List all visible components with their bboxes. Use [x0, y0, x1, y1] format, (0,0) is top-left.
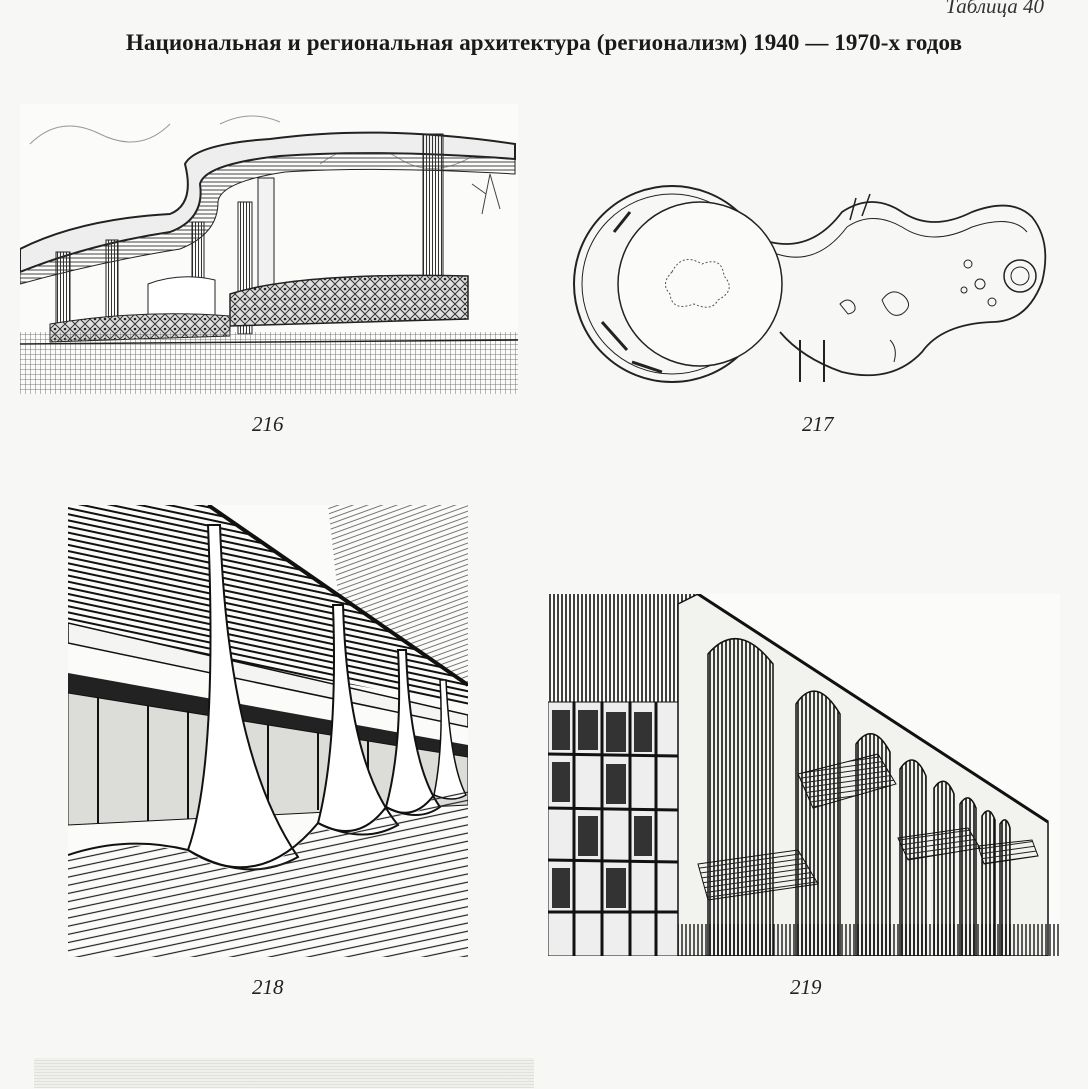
figure-caption-219: 219	[790, 975, 822, 999]
figure-219-illustration	[548, 594, 1060, 956]
figure-218-illustration	[68, 505, 468, 957]
scan-artifact-strip	[34, 1058, 534, 1088]
table-label: Таблица 40	[945, 0, 1044, 18]
page-title: Национальная и региональная архитектура …	[125, 30, 963, 55]
figure-216-illustration	[20, 104, 518, 394]
figure-caption-217: 217	[802, 412, 834, 436]
figure-caption-216: 216	[252, 412, 284, 436]
figure-caption-218: 218	[252, 975, 284, 999]
figure-217-plan	[572, 172, 1072, 394]
